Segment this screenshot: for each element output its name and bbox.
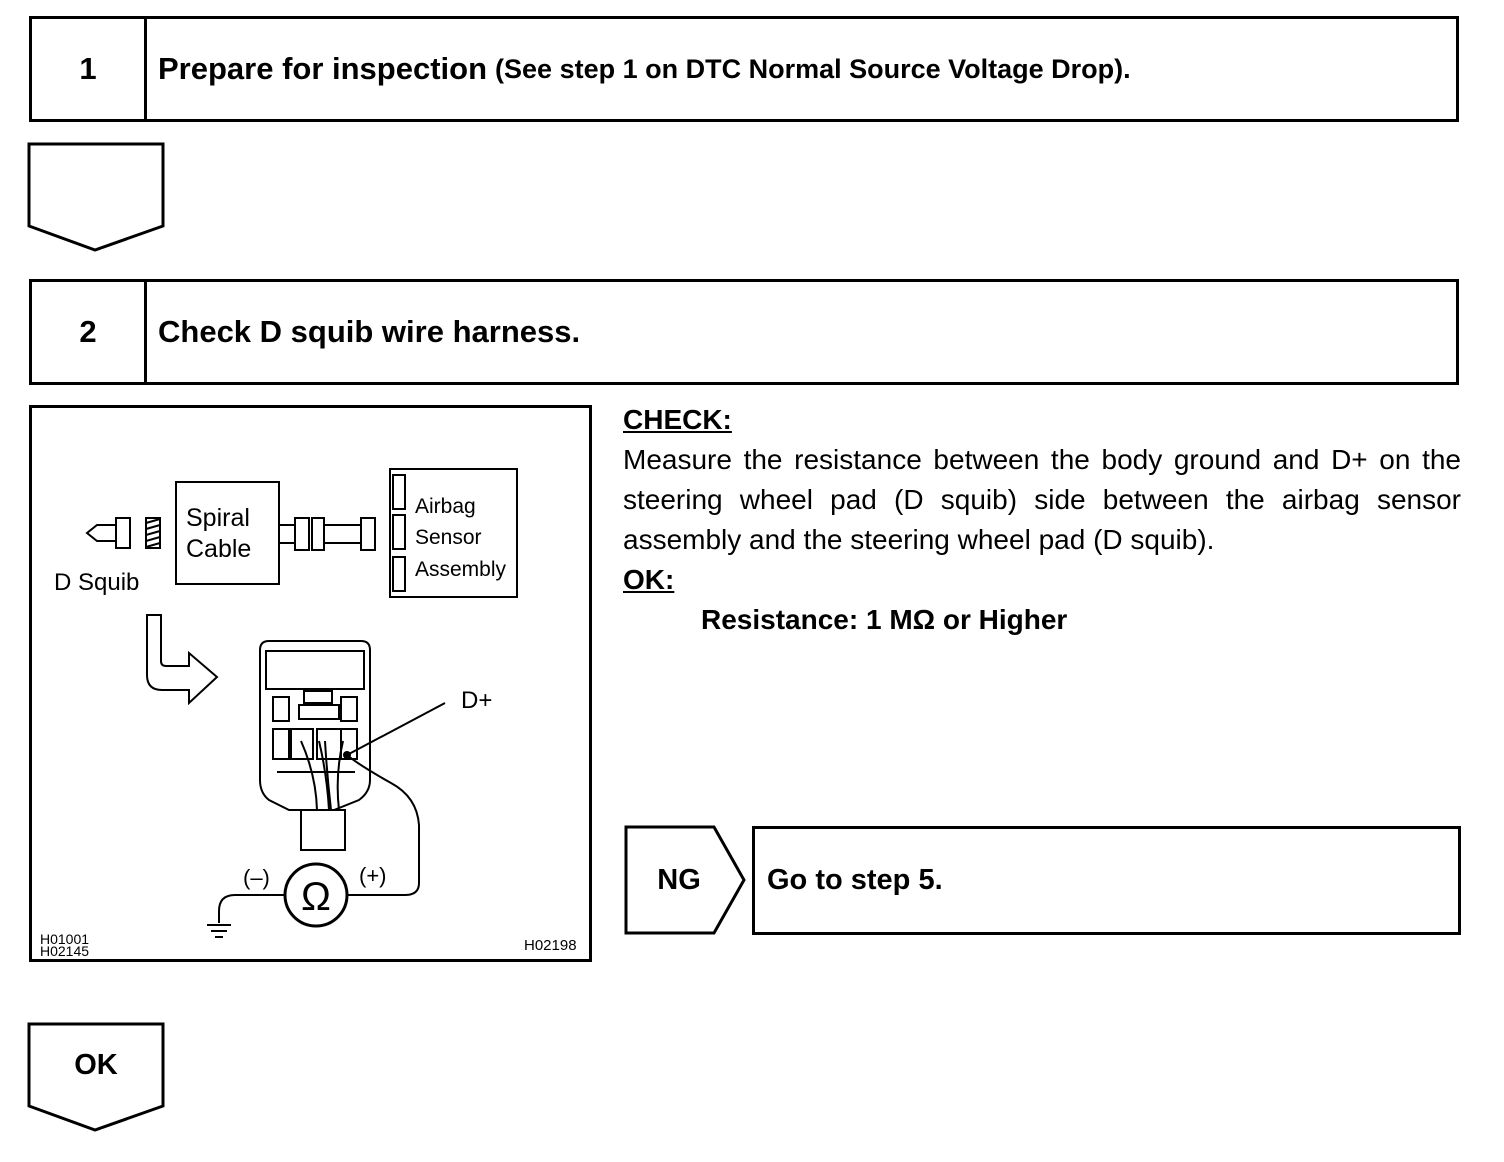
step-1-title-text: Prepare for inspection xyxy=(158,51,488,86)
minus-label: (–) xyxy=(243,865,270,890)
sensor-label-1: Airbag xyxy=(415,495,476,518)
step-1-box: 1 Prepare for inspection (See step 1 on … xyxy=(29,16,1459,122)
check-heading: CHECK: xyxy=(623,404,732,435)
positive-probe-wire xyxy=(346,754,420,896)
image-code-left-2: H02145 xyxy=(40,943,89,959)
check-section: CHECK: Measure the resistance between th… xyxy=(623,400,1461,640)
step-1-title: Prepare for inspection (See step 1 on DT… xyxy=(158,19,1131,119)
ok-label: OK xyxy=(74,1048,118,1081)
sensor-label-3: Assembly xyxy=(415,558,507,581)
plus-label: (+) xyxy=(359,863,387,888)
ground-wire xyxy=(218,894,285,923)
image-code-left-1: H01001 xyxy=(40,931,89,947)
ok-heading: OK: xyxy=(623,564,675,595)
spiral-sensor-connector xyxy=(279,517,376,551)
d-plus-leader xyxy=(346,702,446,756)
step-2-box: 2 Check D squib wire harness. xyxy=(29,279,1459,385)
ground-icon xyxy=(207,924,231,938)
bent-arrow-icon xyxy=(146,614,219,706)
d-squib-connector xyxy=(85,517,161,549)
inspection-diagram: Spiral Cable Airbag Sensor Assembly D Sq… xyxy=(29,405,592,962)
airbag-sensor-box xyxy=(389,468,518,598)
image-code-right: H02198 xyxy=(524,937,577,954)
step-1-number: 1 xyxy=(32,19,147,119)
step-2-title: Check D squib wire harness. xyxy=(158,314,581,349)
sensor-terminals xyxy=(392,474,406,592)
step-1-note: (See step 1 on DTC Normal Source Voltage… xyxy=(495,53,1131,84)
step-2-number: 2 xyxy=(32,282,147,382)
ok-arrow xyxy=(27,1022,165,1132)
spiral-cable-box xyxy=(175,481,280,585)
sensor-label-2: Sensor xyxy=(415,526,482,549)
ng-action-box: Go to step 5. xyxy=(752,826,1461,935)
d-squib-label: D Squib xyxy=(54,569,139,596)
spiral-cable-label-2: Cable xyxy=(186,535,251,563)
ng-action-text: Go to step 5. xyxy=(767,864,943,896)
flow-arrow-1 xyxy=(27,142,165,252)
ng-label: NG xyxy=(657,863,701,896)
d-plus-label: D+ xyxy=(461,687,492,714)
ohm-symbol: Ω xyxy=(301,875,331,919)
check-text: Measure the resistance between the body … xyxy=(623,444,1461,555)
spiral-cable-label-1: Spiral xyxy=(186,504,250,532)
connector-view xyxy=(259,640,371,851)
ng-arrow xyxy=(624,825,746,935)
resistance-spec: Resistance: 1 MΩ or Higher xyxy=(701,604,1068,635)
